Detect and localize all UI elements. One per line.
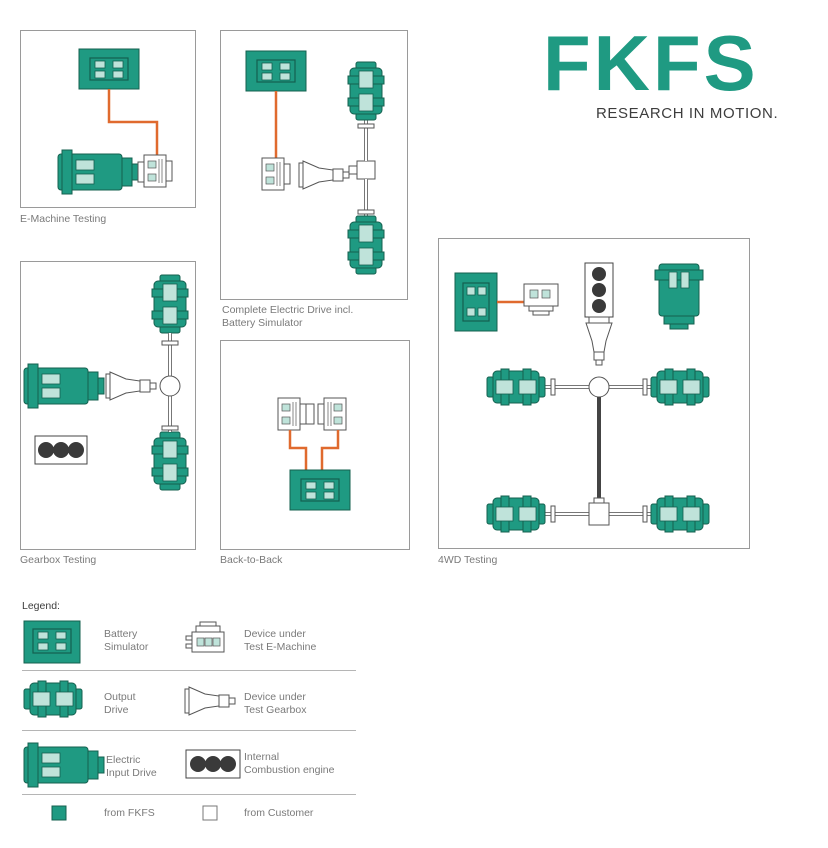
caption-e-machine-testing: E-Machine Testing [20, 213, 107, 225]
legend-output-drive-label: Output Drive [104, 691, 136, 717]
power-cable [107, 89, 159, 155]
legend-dut-e-machine-label: Device under Test E-Machine [244, 628, 316, 654]
legend-title: Legend: [22, 600, 60, 612]
legend-dut-gearbox-icon [184, 686, 236, 716]
legend-dut-gb-line1: Device under [244, 691, 306, 703]
legend-electric-input-label: Electric Input Drive [106, 754, 157, 780]
legend-divider [22, 794, 356, 795]
diagrams-canvas [23, 48, 710, 533]
legend-battery-icon [23, 620, 81, 664]
caption-back-to-back: Back-to-Back [220, 554, 283, 566]
legend-ice-line1: Internal [244, 751, 280, 763]
legend-output-drive-icon [23, 680, 83, 718]
legend-from-fkfs: from FKFS [104, 807, 155, 819]
fkfs-logo: FKFS [543, 19, 759, 107]
combustion-engine [34, 435, 88, 465]
differential [159, 375, 181, 397]
device-under-test-e-machine [523, 283, 559, 316]
legend-battery-label: Battery Simulator [104, 628, 148, 654]
legend-electric-input-drive-icon [23, 742, 105, 788]
legend-dut-gearbox-label: Device under Test Gearbox [244, 691, 306, 717]
from-customer-swatch [202, 805, 218, 821]
legend-divider [22, 730, 356, 731]
legend-dut-e-machine-icon [185, 621, 225, 653]
legend-input-line1: Electric [106, 754, 141, 766]
legend-ice-line2: Combustion engine [244, 764, 335, 776]
legend-dut-gb-line2: Test Gearbox [244, 704, 307, 716]
electric-input-drive [654, 263, 704, 330]
legend-battery-line2: Simulator [104, 641, 149, 653]
brand-tagline: RESEARCH IN MOTION. [596, 105, 779, 122]
caption-gearbox-testing: Gearbox Testing [20, 554, 97, 566]
legend-output-line1: Output [104, 691, 136, 703]
legend-dut-em-line2: Test E-Machine [244, 641, 317, 653]
panel-back-to-back [220, 340, 410, 550]
axle-differential [588, 502, 610, 526]
caption-complete-line1: Complete Electric Drive incl. [222, 304, 354, 316]
legend-divider [22, 670, 356, 671]
legend-dut-em-line1: Device under [244, 628, 306, 640]
legend-input-line2: Input Drive [106, 767, 157, 779]
caption-complete-line2: Battery Simulator [222, 317, 303, 329]
caption-4wd-testing: 4WD Testing [438, 554, 498, 566]
legend-output-line2: Drive [104, 704, 129, 716]
legend-from-customer: from Customer [244, 807, 314, 819]
legend-battery-line1: Battery [104, 628, 138, 640]
from-fkfs-swatch [51, 805, 67, 821]
legend-combustion-label: Internal Combustion engine [244, 751, 334, 777]
device-under-test-gearbox [585, 316, 613, 366]
legend-combustion-engine-icon [185, 749, 241, 779]
combustion-engine [584, 262, 614, 318]
